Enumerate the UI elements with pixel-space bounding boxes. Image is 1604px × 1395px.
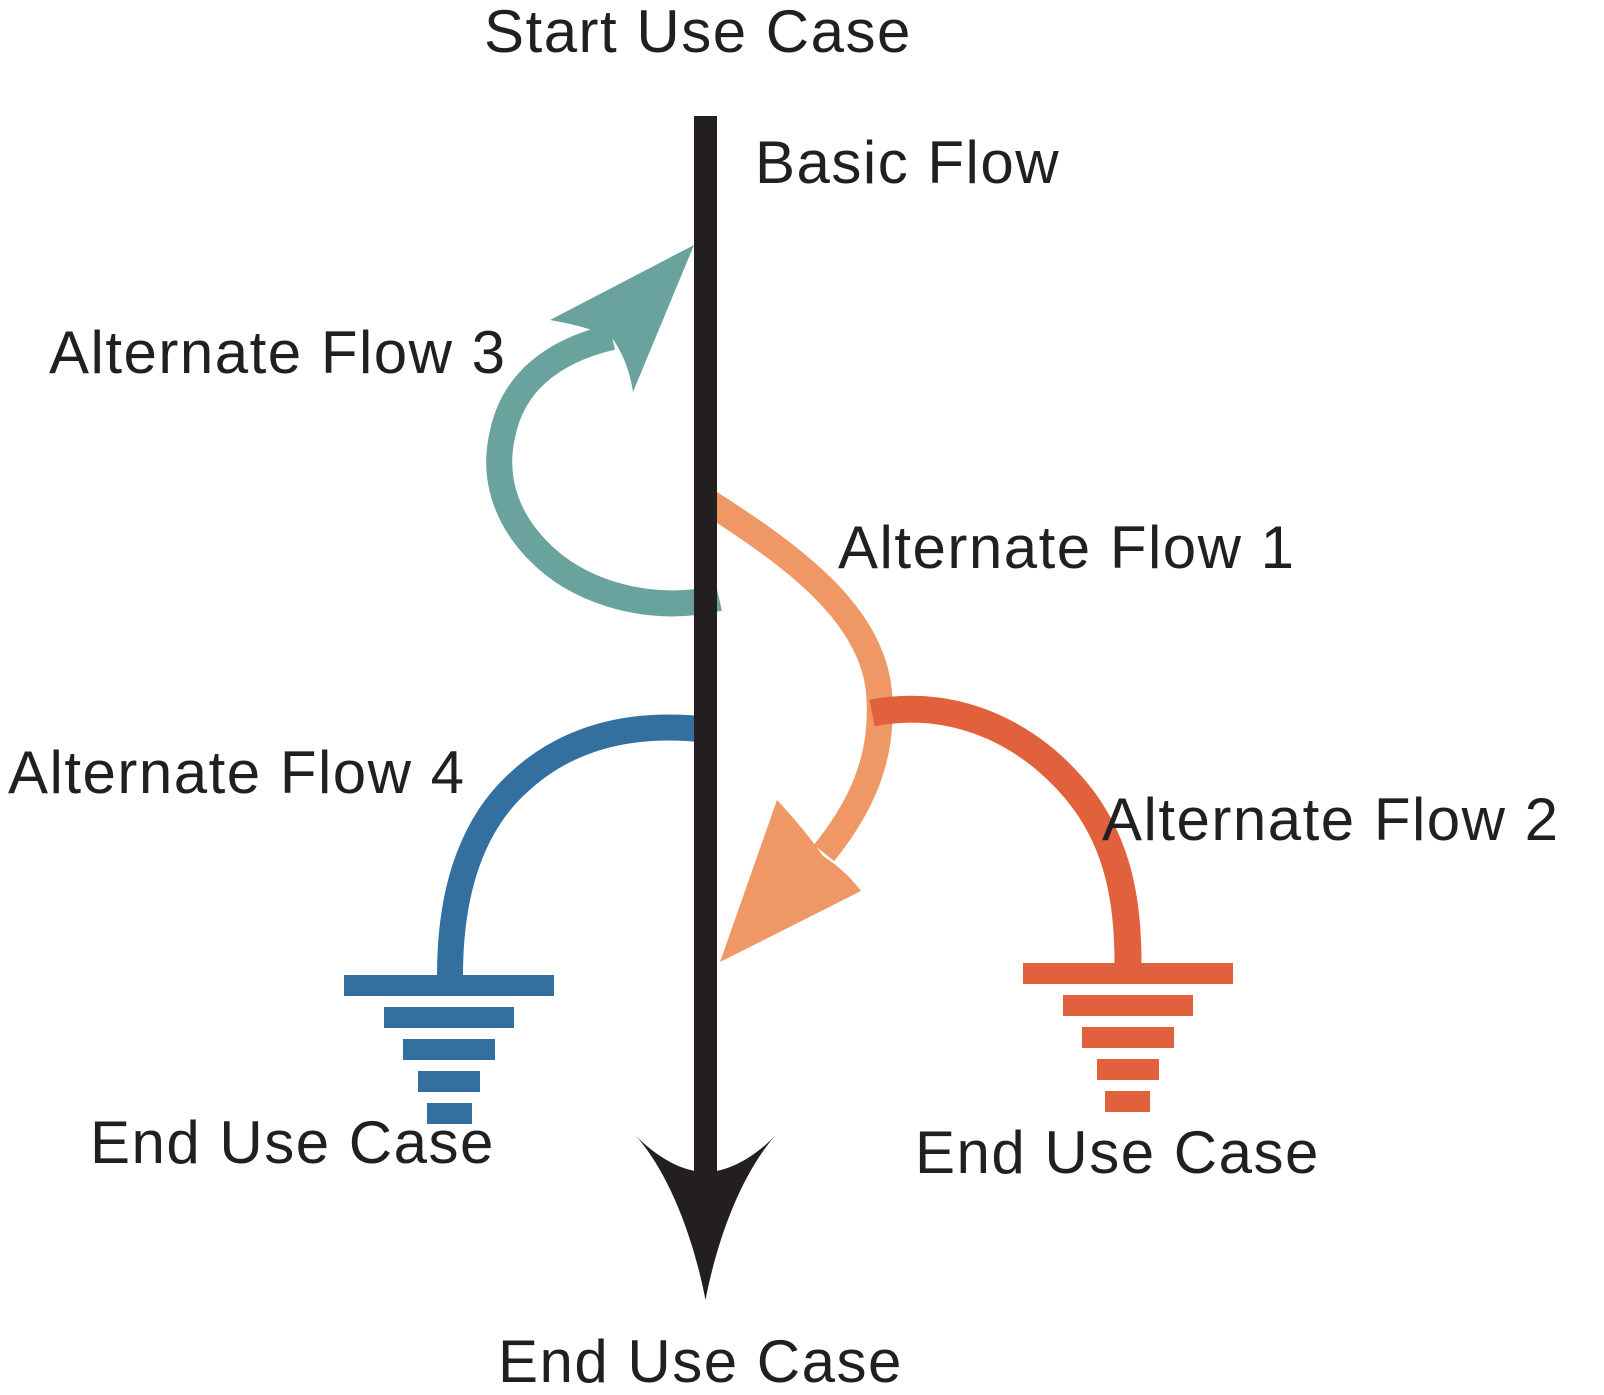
terminator-bar <box>1082 1027 1174 1048</box>
alternate-flow-4-curve <box>437 714 702 976</box>
terminator-bar <box>1105 1091 1150 1112</box>
alternate-flow-2-curve <box>869 695 1142 964</box>
alternate-flow-1-graphic <box>703 492 893 962</box>
alternate-flow-3-graphic <box>486 245 722 617</box>
alternate-flow-4-label: Alternate Flow 4 <box>8 739 466 806</box>
alternate-flow-2-graphic <box>869 695 1233 1112</box>
basic-flow-arrowhead-icon <box>636 1136 775 1300</box>
terminator-bar <box>384 1007 514 1028</box>
terminator-bar <box>403 1039 495 1060</box>
terminator-bar <box>1097 1059 1159 1080</box>
basic-flow-line <box>694 116 717 1186</box>
alternate-flow-4-graphic <box>344 714 702 1124</box>
basic-flow-label: Basic Flow <box>755 129 1061 196</box>
end-use-case-bottom-label: End Use Case <box>498 1328 903 1395</box>
alternate-flow-2-label: Alternate Flow 2 <box>1102 786 1560 853</box>
alternate-flow-3-arrowhead-icon <box>550 245 694 392</box>
basic-flow-graphic <box>636 116 775 1300</box>
terminator-bar <box>1023 963 1233 984</box>
terminator-bar <box>427 1103 472 1124</box>
terminator-bar <box>418 1071 480 1092</box>
end-use-case-left-label: End Use Case <box>90 1109 495 1176</box>
alternate-flow-4-end-terminator-icon <box>344 975 554 1124</box>
terminator-bar <box>344 975 554 996</box>
alternate-flow-1-label: Alternate Flow 1 <box>838 514 1296 581</box>
start-use-case-label: Start Use Case <box>484 0 912 65</box>
alternate-flow-3-label: Alternate Flow 3 <box>49 319 507 386</box>
alternate-flow-3-curve <box>486 324 722 617</box>
end-use-case-right-label: End Use Case <box>915 1119 1320 1186</box>
alternate-flow-1-curve <box>703 492 893 862</box>
alternate-flow-1-arrowhead-icon <box>720 800 861 962</box>
alternate-flow-2-end-terminator-icon <box>1023 963 1233 1112</box>
terminator-bar <box>1063 995 1193 1016</box>
